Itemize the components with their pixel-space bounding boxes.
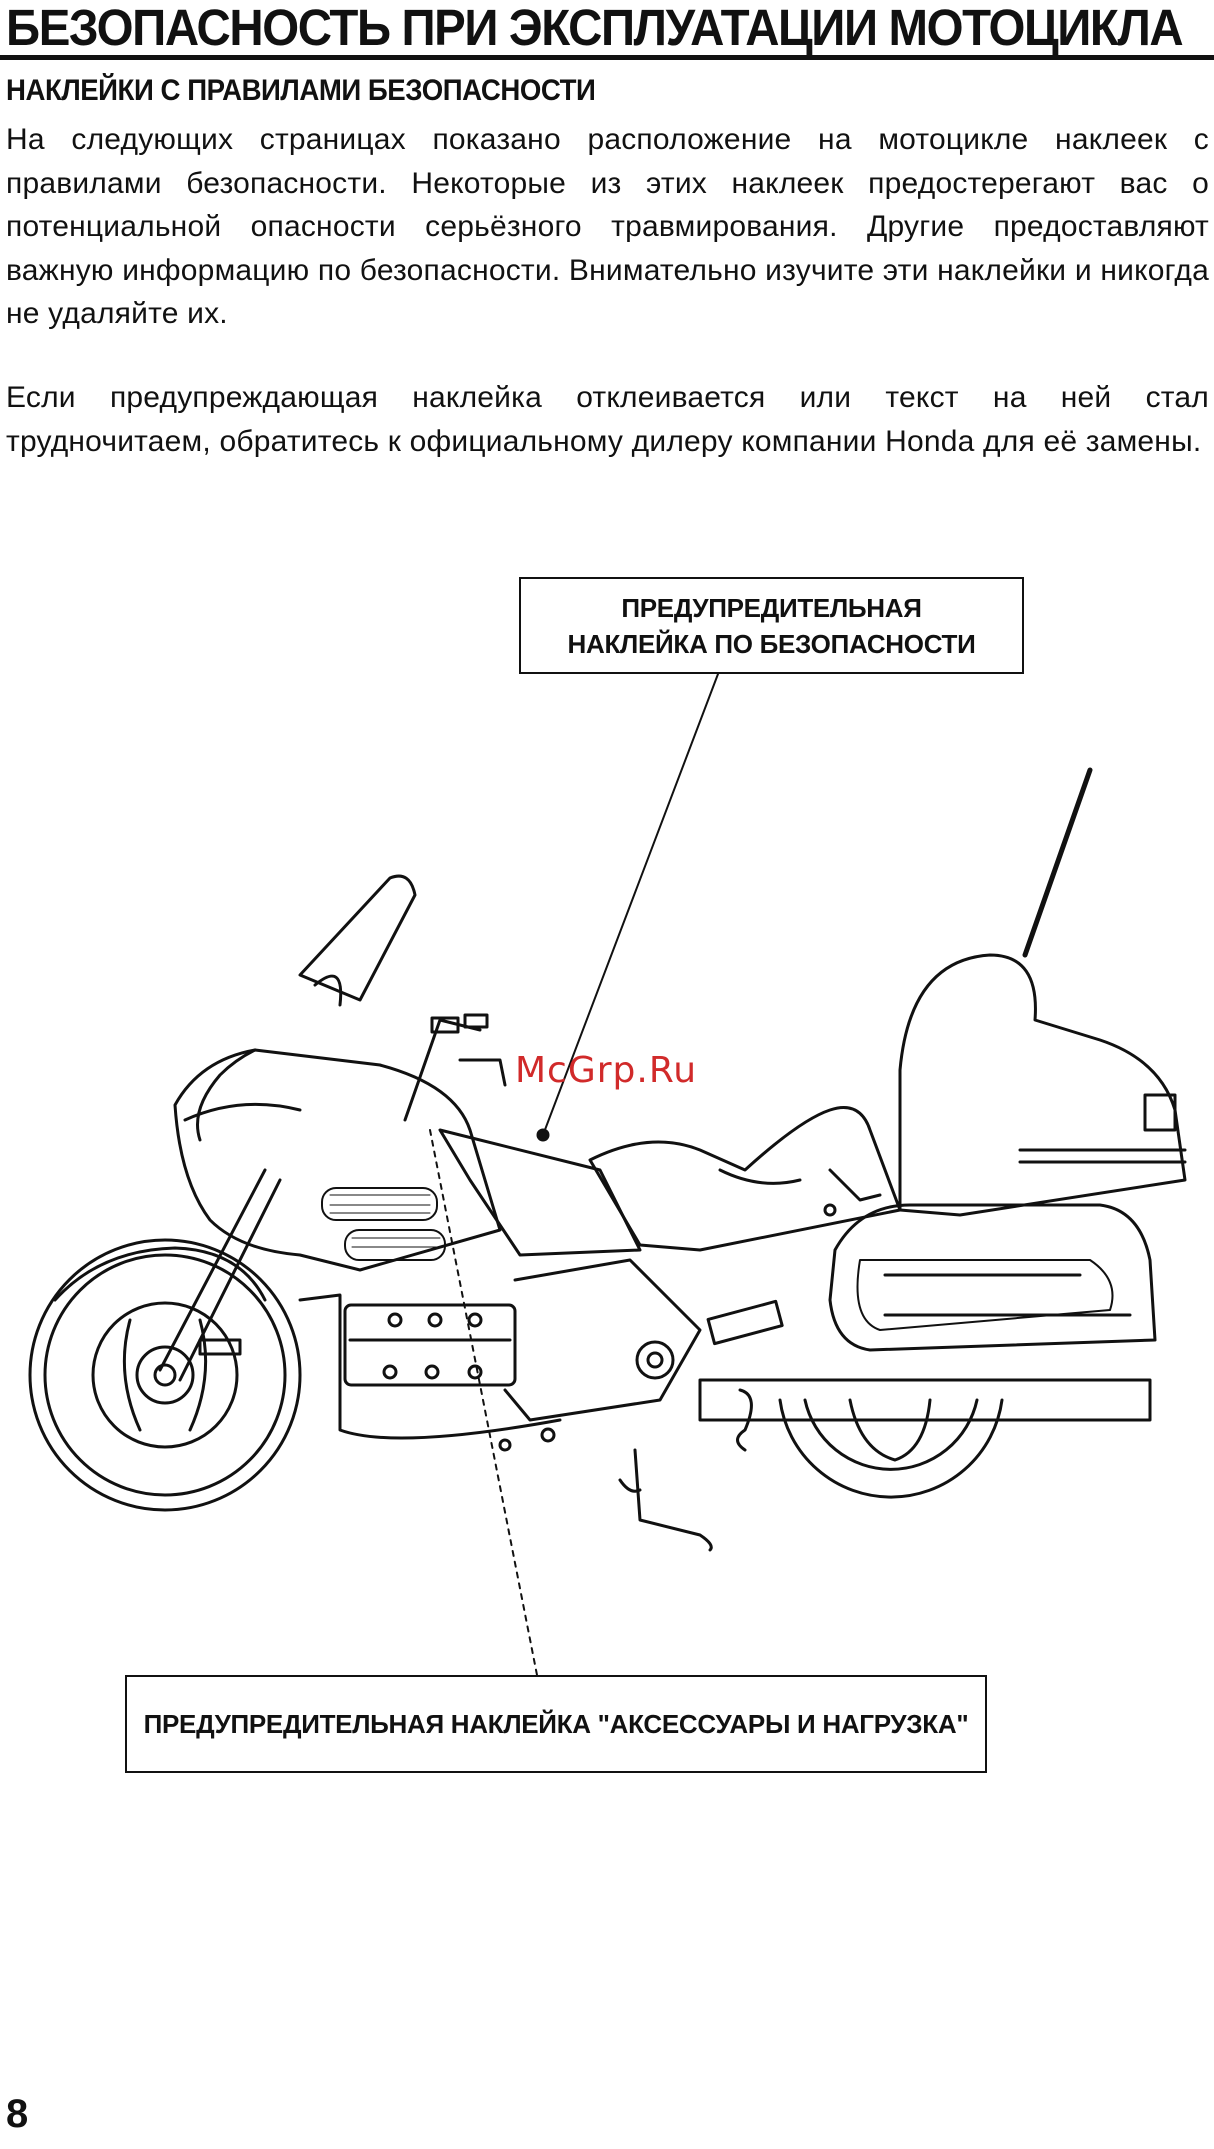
replacement-paragraph: Если предупреждающая наклейка отклеивает… — [6, 381, 1209, 458]
page-number: 8 — [6, 2092, 29, 2136]
saddlebag — [828, 1203, 1157, 1352]
intro-paragraph: На следующих страницах показано располож… — [6, 123, 1209, 330]
leader-line-safety-label — [542, 673, 719, 1136]
front-fender — [53, 1246, 267, 1302]
engine — [298, 1258, 702, 1440]
fuel-tank — [438, 1128, 642, 1257]
page-title: БЕЗОПАСНОСТЬ ПРИ ЭКСПЛУАТАЦИИ МОТОЦИКЛА — [6, 0, 1184, 56]
safety-label-line-2: НАКЛЕЙКА ПО БЕЗОПАСНОСТИ — [567, 628, 976, 659]
accessories-label-text: ПРЕДУПРЕДИТЕЛЬНАЯ НАКЛЕЙКА "АКСЕССУАРЫ И… — [143, 1709, 969, 1739]
safety-label-callout: ПРЕДУПРЕДИТЕЛЬНАЯ НАКЛЕЙКА ПО БЕЗОПАСНОС… — [519, 577, 1024, 674]
seat — [588, 1106, 902, 1252]
section-heading: НАКЛЕЙКИ С ПРАВИЛАМИ БЕЗОПАСНОСТИ — [6, 74, 596, 107]
top-box — [898, 953, 1187, 1217]
title-rule — [0, 55, 1214, 60]
front-fairing — [173, 1048, 502, 1272]
windscreen — [298, 874, 417, 1002]
leader-line-accessories-label — [429, 1129, 538, 1676]
exhaust — [698, 1378, 1152, 1422]
accessories-label-callout: ПРЕДУПРЕДИТЕЛЬНАЯ НАКЛЕЙКА "АКСЕССУАРЫ И… — [125, 1675, 987, 1773]
antenna — [1022, 767, 1093, 958]
watermark: McGrp.Ru — [515, 1050, 698, 1091]
safety-label-line-1: ПРЕДУПРЕДИТЕЛЬНАЯ — [621, 592, 922, 623]
front-wheel — [28, 1238, 302, 1512]
rear-wheel — [778, 1398, 1004, 1499]
